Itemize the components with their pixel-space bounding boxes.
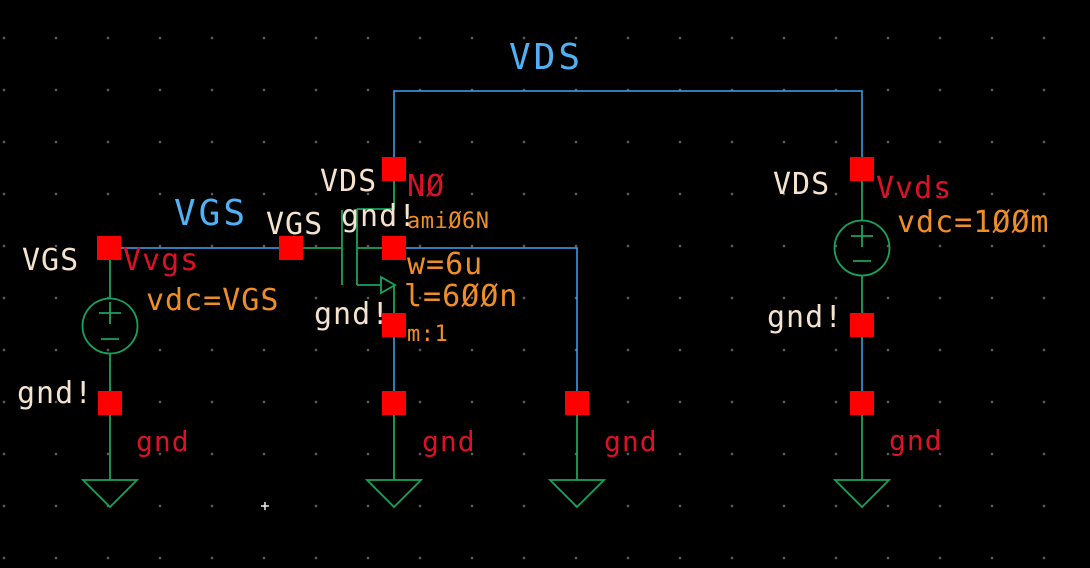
wire-label-vds[interactable]: VDS <box>509 37 584 78</box>
instance-label-vvgs[interactable]: Vvgs <box>123 243 200 278</box>
pin-vvgs-plus[interactable] <box>97 236 121 260</box>
pin-nmos-drain[interactable] <box>382 157 406 181</box>
vsource-vvgs-symbol[interactable] <box>81 260 139 392</box>
nmos-source-arrow-icon <box>380 275 397 295</box>
gnd-symbol-4[interactable] <box>832 414 892 509</box>
vvds-circle <box>833 219 891 277</box>
instance-label-vvds[interactable]: Vvds <box>876 171 953 206</box>
instance-pins <box>97 157 874 415</box>
nmos-drain-lead <box>357 180 395 210</box>
wire-bulk-to-gnd[interactable] <box>394 247 578 403</box>
origin-marker-icon <box>261 502 269 510</box>
gnd-label-4[interactable]: gnd <box>889 424 943 457</box>
pin-gnd-3[interactable] <box>565 391 589 415</box>
param-label-nmos-mult[interactable]: m:1 <box>407 322 449 347</box>
net-label-gnd-right[interactable]: gnd! <box>767 300 844 335</box>
gnd-symbol-1[interactable] <box>80 414 140 509</box>
net-label-gnd-bulk[interactable]: gnd! <box>341 199 418 234</box>
pin-nmos-source[interactable] <box>382 313 406 337</box>
param-label-vvds-vdc[interactable]: vdc=1ØØm <box>897 205 1050 240</box>
param-label-nmos-length[interactable]: l=6ØØn <box>404 279 519 314</box>
gnd-label-2[interactable]: gnd <box>422 425 476 458</box>
pin-vvds-plus[interactable] <box>850 157 874 181</box>
net-label-vds-right[interactable]: VDS <box>773 167 831 202</box>
gnd-label-3[interactable]: gnd <box>604 425 658 458</box>
gnd1-triangle-icon <box>80 479 140 509</box>
net-label-vds-drain[interactable]: VDS <box>320 164 378 199</box>
gnd2-triangle-icon <box>364 479 424 509</box>
instance-label-n0[interactable]: NØ <box>407 169 446 204</box>
nmos-symbol[interactable] <box>302 180 397 313</box>
gnd4-triangle-icon <box>832 479 892 509</box>
pin-vvds-minus[interactable] <box>850 313 874 337</box>
vsource-vvds-symbol[interactable] <box>833 180 891 313</box>
wire-net-vds[interactable] <box>393 90 863 168</box>
param-label-vvgs-vdc[interactable]: vdc=VGS <box>146 283 280 318</box>
pin-vvgs-minus-gnd[interactable] <box>98 391 122 415</box>
pin-gnd-4[interactable] <box>850 391 874 415</box>
net-wires <box>109 90 863 403</box>
net-label-gnd-source[interactable]: gnd! <box>314 297 391 332</box>
gnd-label-1[interactable]: gnd <box>136 425 190 458</box>
param-label-nmos-width[interactable]: w=6u <box>407 247 484 282</box>
net-label-gnd-left[interactable]: gnd! <box>17 376 94 411</box>
net-label-vgs-left[interactable]: VGS <box>22 243 80 278</box>
wire-label-vgs[interactable]: VGS <box>174 193 249 234</box>
param-label-nmos-model[interactable]: amiØ6N <box>407 209 490 234</box>
net-label-vgs-gate[interactable]: VGS <box>266 207 324 242</box>
pin-gnd-2[interactable] <box>382 391 406 415</box>
pin-nmos-gate[interactable] <box>279 236 303 260</box>
gnd-symbol-3[interactable] <box>547 414 607 509</box>
gnd3-triangle-icon <box>547 479 607 509</box>
gnd-symbol-2[interactable] <box>364 414 424 509</box>
pin-nmos-bulk[interactable] <box>382 236 406 260</box>
